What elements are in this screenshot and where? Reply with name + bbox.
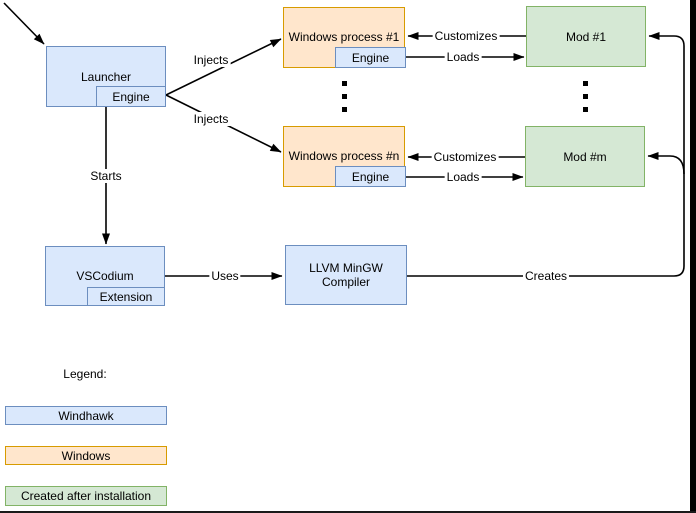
ellipsis-dot bbox=[342, 81, 347, 86]
compiler-label: LLVM MinGW Compiler bbox=[309, 261, 383, 289]
windows-process-n-label: Windows process #n bbox=[288, 149, 400, 163]
edge-label-injects-top: Injects bbox=[191, 53, 231, 67]
edge-label-injects-bottom: Injects bbox=[191, 112, 231, 126]
entry-arrow bbox=[3, 2, 45, 45]
mod-1-node: Mod #1 bbox=[526, 6, 646, 67]
launcher-label: Launcher bbox=[80, 69, 132, 84]
edge-creates-trunk bbox=[407, 32, 685, 277]
edge-label-customizes-2: Customizes bbox=[431, 150, 499, 164]
ellipsis-dot bbox=[342, 107, 347, 112]
mod-m-node: Mod #m bbox=[525, 126, 645, 187]
vertical-ellipsis-mods bbox=[583, 81, 588, 112]
legend-item-created-after-installation: Created after installation bbox=[5, 486, 167, 506]
legend-item-windhawk-label: Windhawk bbox=[58, 408, 114, 423]
edge-label-starts: Starts bbox=[88, 169, 124, 183]
legend-item-windhawk: Windhawk bbox=[5, 406, 167, 425]
mod-1-label: Mod #1 bbox=[565, 29, 607, 44]
windows-process-1-engine-node: Engine bbox=[335, 47, 406, 68]
edge-label-creates: Creates bbox=[522, 269, 570, 283]
mod-m-label: Mod #m bbox=[563, 149, 607, 164]
windows-process-1-engine-label: Engine bbox=[351, 50, 390, 65]
vscodium-extension-node: Extension bbox=[87, 287, 165, 306]
legend-item-windows-label: Windows bbox=[61, 448, 111, 463]
ellipsis-dot bbox=[583, 81, 588, 86]
edge-label-uses: Uses bbox=[209, 269, 241, 283]
windows-process-1-label: Windows process #1 bbox=[288, 30, 400, 44]
ellipsis-dot bbox=[583, 94, 588, 99]
ellipsis-dot bbox=[583, 107, 588, 112]
vscodium-extension-label: Extension bbox=[99, 289, 153, 304]
ellipsis-dot bbox=[342, 94, 347, 99]
edge-creates-branch bbox=[647, 152, 685, 175]
edge-injects-top bbox=[165, 38, 282, 96]
edge-label-loads-1: Loads bbox=[444, 50, 482, 64]
page-border-bottom bbox=[0, 511, 696, 513]
legend-title: Legend: bbox=[63, 367, 107, 381]
compiler-node: LLVM MinGW Compiler bbox=[285, 245, 407, 305]
page-border-right bbox=[690, 0, 696, 513]
windows-process-n-engine-node: Engine bbox=[335, 166, 406, 187]
launcher-engine-node: Engine bbox=[96, 86, 166, 107]
vscodium-label: VSCodium bbox=[76, 269, 134, 283]
vertical-ellipsis-processes bbox=[342, 81, 347, 112]
edge-label-customizes-1: Customizes bbox=[432, 29, 500, 43]
legend-item-windows: Windows bbox=[5, 446, 167, 465]
launcher-engine-label: Engine bbox=[112, 89, 150, 104]
edge-label-loads-2: Loads bbox=[444, 170, 482, 184]
windows-process-n-engine-label: Engine bbox=[351, 169, 390, 184]
legend-item-created-label: Created after installation bbox=[20, 489, 152, 503]
